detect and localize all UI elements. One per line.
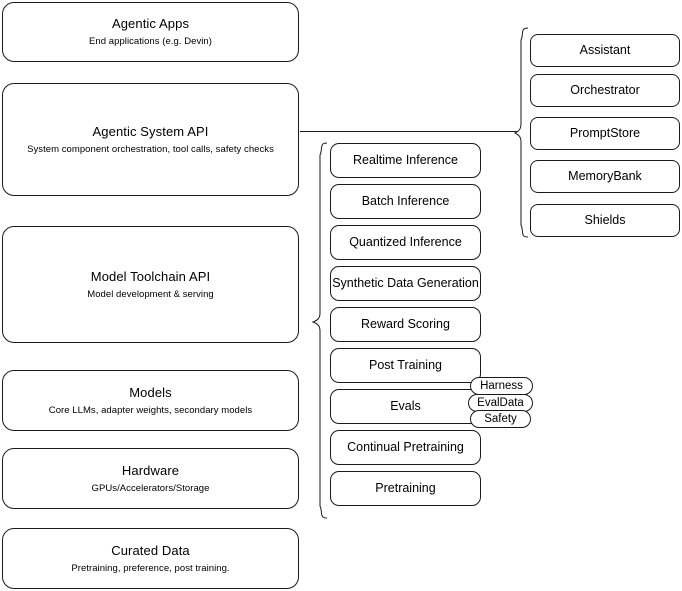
layer-title: Curated Data xyxy=(111,542,190,558)
layer-title: Agentic Apps xyxy=(111,16,190,31)
system-component-orchestrator[interactable]: Orchestrator xyxy=(530,74,680,107)
capability-pretraining[interactable]: Pretraining xyxy=(330,471,481,506)
capability-quantized-inference[interactable]: Quantized Inference xyxy=(330,225,481,260)
layer-subtitle: End applications (e.g. Devin) xyxy=(89,36,212,47)
pill-label: Harness xyxy=(480,379,523,392)
system-component-label: MemoryBank xyxy=(568,169,642,183)
capability-label: Synthetic Data Generation xyxy=(332,276,479,290)
layer-title: Agentic System API xyxy=(92,123,209,139)
system-component-memorybank[interactable]: MemoryBank xyxy=(530,160,680,193)
layer-models[interactable]: Models Core LLMs, adapter weights, secon… xyxy=(2,370,299,431)
system-component-label: Orchestrator xyxy=(570,83,640,97)
capability-label: Quantized Inference xyxy=(349,235,462,249)
capability-evals[interactable]: Evals xyxy=(330,389,481,424)
capability-post-training[interactable]: Post Training xyxy=(330,348,481,383)
layer-agentic-apps[interactable]: Agentic Apps End applications (e.g. Devi… xyxy=(2,2,299,62)
capability-label: Evals xyxy=(390,399,421,413)
system-component-label: Assistant xyxy=(579,43,631,57)
capability-label: Reward Scoring xyxy=(361,317,450,331)
evals-subcomponent-harness[interactable]: Harness xyxy=(470,377,533,395)
layer-title: Models xyxy=(129,384,172,400)
pill-label: Safety xyxy=(484,412,517,425)
layer-subtitle: Model development & serving xyxy=(87,288,214,300)
layer-subtitle: Core LLMs, adapter weights, secondary mo… xyxy=(48,404,253,416)
layer-model-toolchain-api[interactable]: Model Toolchain API Model development & … xyxy=(2,226,299,343)
layer-curated-data[interactable]: Curated Data Pretraining, preference, po… xyxy=(2,528,299,589)
evals-subcomponent-safety[interactable]: Safety xyxy=(470,410,531,428)
system-component-promptstore[interactable]: PromptStore xyxy=(530,117,680,150)
capability-realtime-inference[interactable]: Realtime Inference xyxy=(330,143,481,178)
capability-batch-inference[interactable]: Batch Inference xyxy=(330,184,481,219)
system-component-shields[interactable]: Shields xyxy=(530,204,680,237)
capability-synthetic-data-generation[interactable]: Synthetic Data Generation xyxy=(330,266,481,301)
layer-title: Model Toolchain API xyxy=(90,268,211,284)
layer-hardware[interactable]: Hardware GPUs/Accelerators/Storage xyxy=(2,448,299,509)
layer-subtitle: System component orchestration, tool cal… xyxy=(27,143,274,155)
system-component-label: PromptStore xyxy=(569,126,641,140)
layer-agentic-system-api[interactable]: Agentic System API System component orch… xyxy=(2,83,299,196)
layer-title: Hardware xyxy=(121,462,180,478)
capability-label: Realtime Inference xyxy=(353,153,458,167)
pill-label: EvalData xyxy=(477,396,524,409)
capability-label: Continual Pretraining xyxy=(347,440,464,454)
capability-label: Pretraining xyxy=(375,481,436,495)
brace-system-components xyxy=(513,27,529,238)
brace-toolchain-capabilities xyxy=(311,142,328,519)
capability-label: Post Training xyxy=(369,358,442,372)
capability-label: Batch Inference xyxy=(361,194,450,208)
layer-subtitle: Pretraining, preference, post training. xyxy=(71,562,230,574)
layer-subtitle: GPUs/Accelerators/Storage xyxy=(91,482,210,494)
capability-reward-scoring[interactable]: Reward Scoring xyxy=(330,307,481,342)
system-component-label: Shields xyxy=(584,213,626,227)
capability-continual-pretraining[interactable]: Continual Pretraining xyxy=(330,430,481,465)
system-component-assistant[interactable]: Assistant xyxy=(530,34,680,67)
